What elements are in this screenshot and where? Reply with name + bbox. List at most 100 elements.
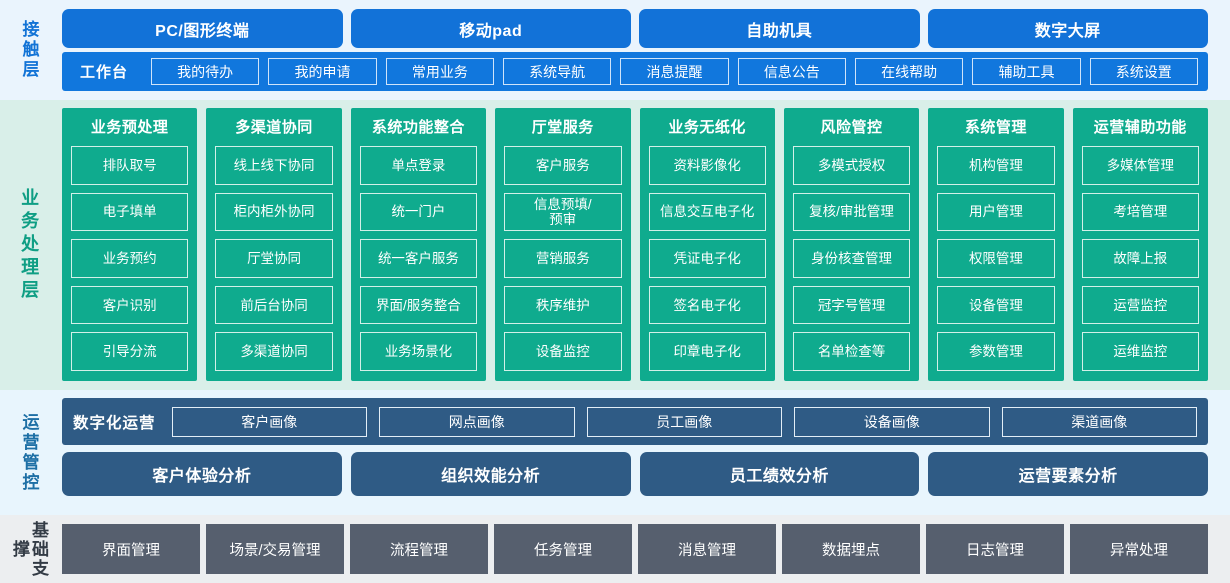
business-item[interactable]: 引导分流 <box>71 332 189 371</box>
operations-layer: 运营管控 数字化运营 客户画像 网点画像 员工画像 设备画像 渠道画像 客户体验… <box>0 390 1230 515</box>
business-column: 运营辅助功能 多媒体管理 考培管理 故障上报 运营监控 运维监控 <box>1072 108 1208 381</box>
base-item[interactable]: 消息管理 <box>638 524 776 574</box>
business-column-title: 系统管理 <box>964 119 1027 136</box>
business-item[interactable]: 电子填单 <box>71 192 189 232</box>
business-layer-label: 业务处理层 <box>19 187 40 303</box>
analysis-item[interactable]: 运营要素分析 <box>928 452 1208 496</box>
business-item[interactable]: 身份核查管理 <box>792 239 911 278</box>
workbench-bar: 工作台 我的待办 我的申请 常用业务 系统导航 消息提醒 信息公告 在线帮助 辅… <box>62 52 1208 91</box>
business-item[interactable]: 设备监控 <box>504 332 622 371</box>
business-item[interactable]: 多渠道协同 <box>215 332 333 371</box>
business-item[interactable]: 业务预约 <box>71 239 189 278</box>
business-item[interactable]: 印章电子化 <box>648 332 766 371</box>
digital-operations-title: 数字化运营 <box>73 414 156 432</box>
business-column-title: 厅堂服务 <box>531 119 594 136</box>
business-item[interactable]: 排队取号 <box>71 146 189 185</box>
business-column-title: 运营辅助功能 <box>1093 119 1187 136</box>
channel-row: PC/图形终端 移动pad 自助机具 数字大屏 <box>62 9 1208 48</box>
business-item[interactable]: 资料影像化 <box>648 146 766 185</box>
business-item[interactable]: 运维监控 <box>1081 332 1199 371</box>
portrait-item[interactable]: 网点画像 <box>379 406 575 437</box>
business-column-title: 风险管控 <box>820 119 883 136</box>
business-column: 业务预处理 排队取号 电子填单 业务预约 客户识别 引导分流 <box>62 108 198 381</box>
business-item[interactable]: 运营监控 <box>1081 285 1199 325</box>
business-item[interactable]: 界面/服务整合 <box>359 285 478 325</box>
business-item[interactable]: 设备管理 <box>937 285 1055 325</box>
workbench-item[interactable]: 我的待办 <box>151 58 260 85</box>
business-item[interactable]: 参数管理 <box>937 332 1055 371</box>
business-item[interactable]: 凭证电子化 <box>648 239 766 278</box>
business-column-title: 业务无纸化 <box>668 119 746 136</box>
business-item[interactable]: 前后台协同 <box>215 285 333 325</box>
analysis-item[interactable]: 员工绩效分析 <box>639 452 920 496</box>
business-item[interactable]: 权限管理 <box>937 239 1055 278</box>
workbench-item[interactable]: 我的申请 <box>268 58 377 85</box>
workbench-item[interactable]: 消息提醒 <box>620 58 729 85</box>
business-column-title: 多渠道协同 <box>235 119 313 136</box>
business-item[interactable]: 故障上报 <box>1081 239 1199 278</box>
business-column: 系统功能整合 单点登录 统一门户 统一客户服务 界面/服务整合 业务场景化 <box>350 108 487 381</box>
business-item[interactable]: 营销服务 <box>504 239 622 278</box>
base-item[interactable]: 界面管理 <box>62 524 200 574</box>
business-item[interactable]: 复核/审批管理 <box>792 192 911 232</box>
portrait-item[interactable]: 设备画像 <box>794 406 990 437</box>
portrait-item[interactable]: 渠道画像 <box>1001 406 1198 437</box>
workbench-item[interactable]: 在线帮助 <box>854 58 964 85</box>
workbench-title: 工作台 <box>80 64 129 81</box>
business-column: 业务无纸化 资料影像化 信息交互电子化 凭证电子化 签名电子化 印章电子化 <box>639 108 775 381</box>
base-item[interactable]: 数据埋点 <box>782 524 920 574</box>
base-layer-label: 基础支撑 <box>10 520 49 578</box>
base-item[interactable]: 异常处理 <box>1070 524 1208 574</box>
business-item[interactable]: 统一门户 <box>359 192 478 232</box>
business-item[interactable]: 单点登录 <box>359 146 478 185</box>
workbench-item[interactable]: 系统设置 <box>1089 58 1198 85</box>
portrait-item[interactable]: 员工画像 <box>586 406 783 437</box>
business-item[interactable]: 厅堂协同 <box>215 239 333 278</box>
business-item[interactable]: 名单检查等 <box>792 332 911 371</box>
business-item[interactable]: 客户识别 <box>71 285 189 325</box>
business-item[interactable]: 签名电子化 <box>648 285 766 325</box>
channel-button[interactable]: 自助机具 <box>639 9 920 48</box>
business-item[interactable]: 客户服务 <box>504 146 622 185</box>
business-item[interactable]: 统一客户服务 <box>359 239 478 278</box>
business-column-title: 系统功能整合 <box>371 119 465 136</box>
portrait-item[interactable]: 客户画像 <box>171 406 368 437</box>
business-column: 厅堂服务 客户服务 信息预填/ 预审 营销服务 秩序维护 设备监控 <box>495 108 631 381</box>
business-item[interactable]: 用户管理 <box>937 192 1055 232</box>
business-item[interactable]: 多模式授权 <box>792 146 911 185</box>
base-layer: 基础支撑 界面管理 场景/交易管理 流程管理 任务管理 消息管理 数据埋点 日志… <box>0 515 1230 583</box>
business-column-title: 业务预处理 <box>90 119 169 136</box>
channel-button[interactable]: PC/图形终端 <box>62 9 343 48</box>
base-item[interactable]: 场景/交易管理 <box>206 524 344 574</box>
business-item[interactable]: 冠字号管理 <box>792 285 911 325</box>
analysis-item[interactable]: 客户体验分析 <box>62 452 342 496</box>
workbench-item[interactable]: 辅助工具 <box>972 58 1081 85</box>
channel-button[interactable]: 数字大屏 <box>927 9 1208 48</box>
business-column: 系统管理 机构管理 用户管理 权限管理 设备管理 参数管理 <box>928 108 1064 381</box>
business-item[interactable]: 信息交互电子化 <box>648 192 766 232</box>
base-item[interactable]: 日志管理 <box>926 524 1064 574</box>
business-layer: 业务处理层 业务预处理 排队取号 电子填单 业务预约 客户识别 引导分流 多渠道… <box>0 100 1230 390</box>
business-item[interactable]: 柜内柜外协同 <box>215 192 333 232</box>
base-item[interactable]: 任务管理 <box>494 524 632 574</box>
workbench-item[interactable]: 信息公告 <box>737 58 846 85</box>
business-item[interactable]: 秩序维护 <box>504 285 622 325</box>
workbench-item[interactable]: 常用业务 <box>385 58 494 85</box>
business-item[interactable]: 多媒体管理 <box>1081 146 1199 185</box>
business-column: 多渠道协同 线上线下协同 柜内柜外协同 厅堂协同 前后台协同 多渠道协同 <box>206 108 342 381</box>
business-column: 风险管控 多模式授权 复核/审批管理 身份核查管理 冠字号管理 名单检查等 <box>783 108 920 381</box>
digital-operations-row: 数字化运营 客户画像 网点画像 员工画像 设备画像 渠道画像 <box>62 398 1208 445</box>
base-item[interactable]: 流程管理 <box>350 524 488 574</box>
business-item[interactable]: 机构管理 <box>937 146 1055 185</box>
contact-layer-label: 接触层 <box>19 20 39 80</box>
business-item[interactable]: 线上线下协同 <box>215 146 333 185</box>
business-item[interactable]: 考培管理 <box>1081 192 1199 232</box>
business-item[interactable]: 信息预填/ 预审 <box>504 192 622 232</box>
channel-button[interactable]: 移动pad <box>350 9 631 48</box>
analysis-row: 客户体验分析 组织效能分析 员工绩效分析 运营要素分析 <box>62 452 1208 496</box>
business-item[interactable]: 业务场景化 <box>359 332 478 371</box>
workbench-item[interactable]: 系统导航 <box>503 58 612 85</box>
contact-layer: 接触层 PC/图形终端 移动pad 自助机具 数字大屏 工作台 我的待办 我的申… <box>0 0 1230 100</box>
analysis-item[interactable]: 组织效能分析 <box>350 452 631 496</box>
